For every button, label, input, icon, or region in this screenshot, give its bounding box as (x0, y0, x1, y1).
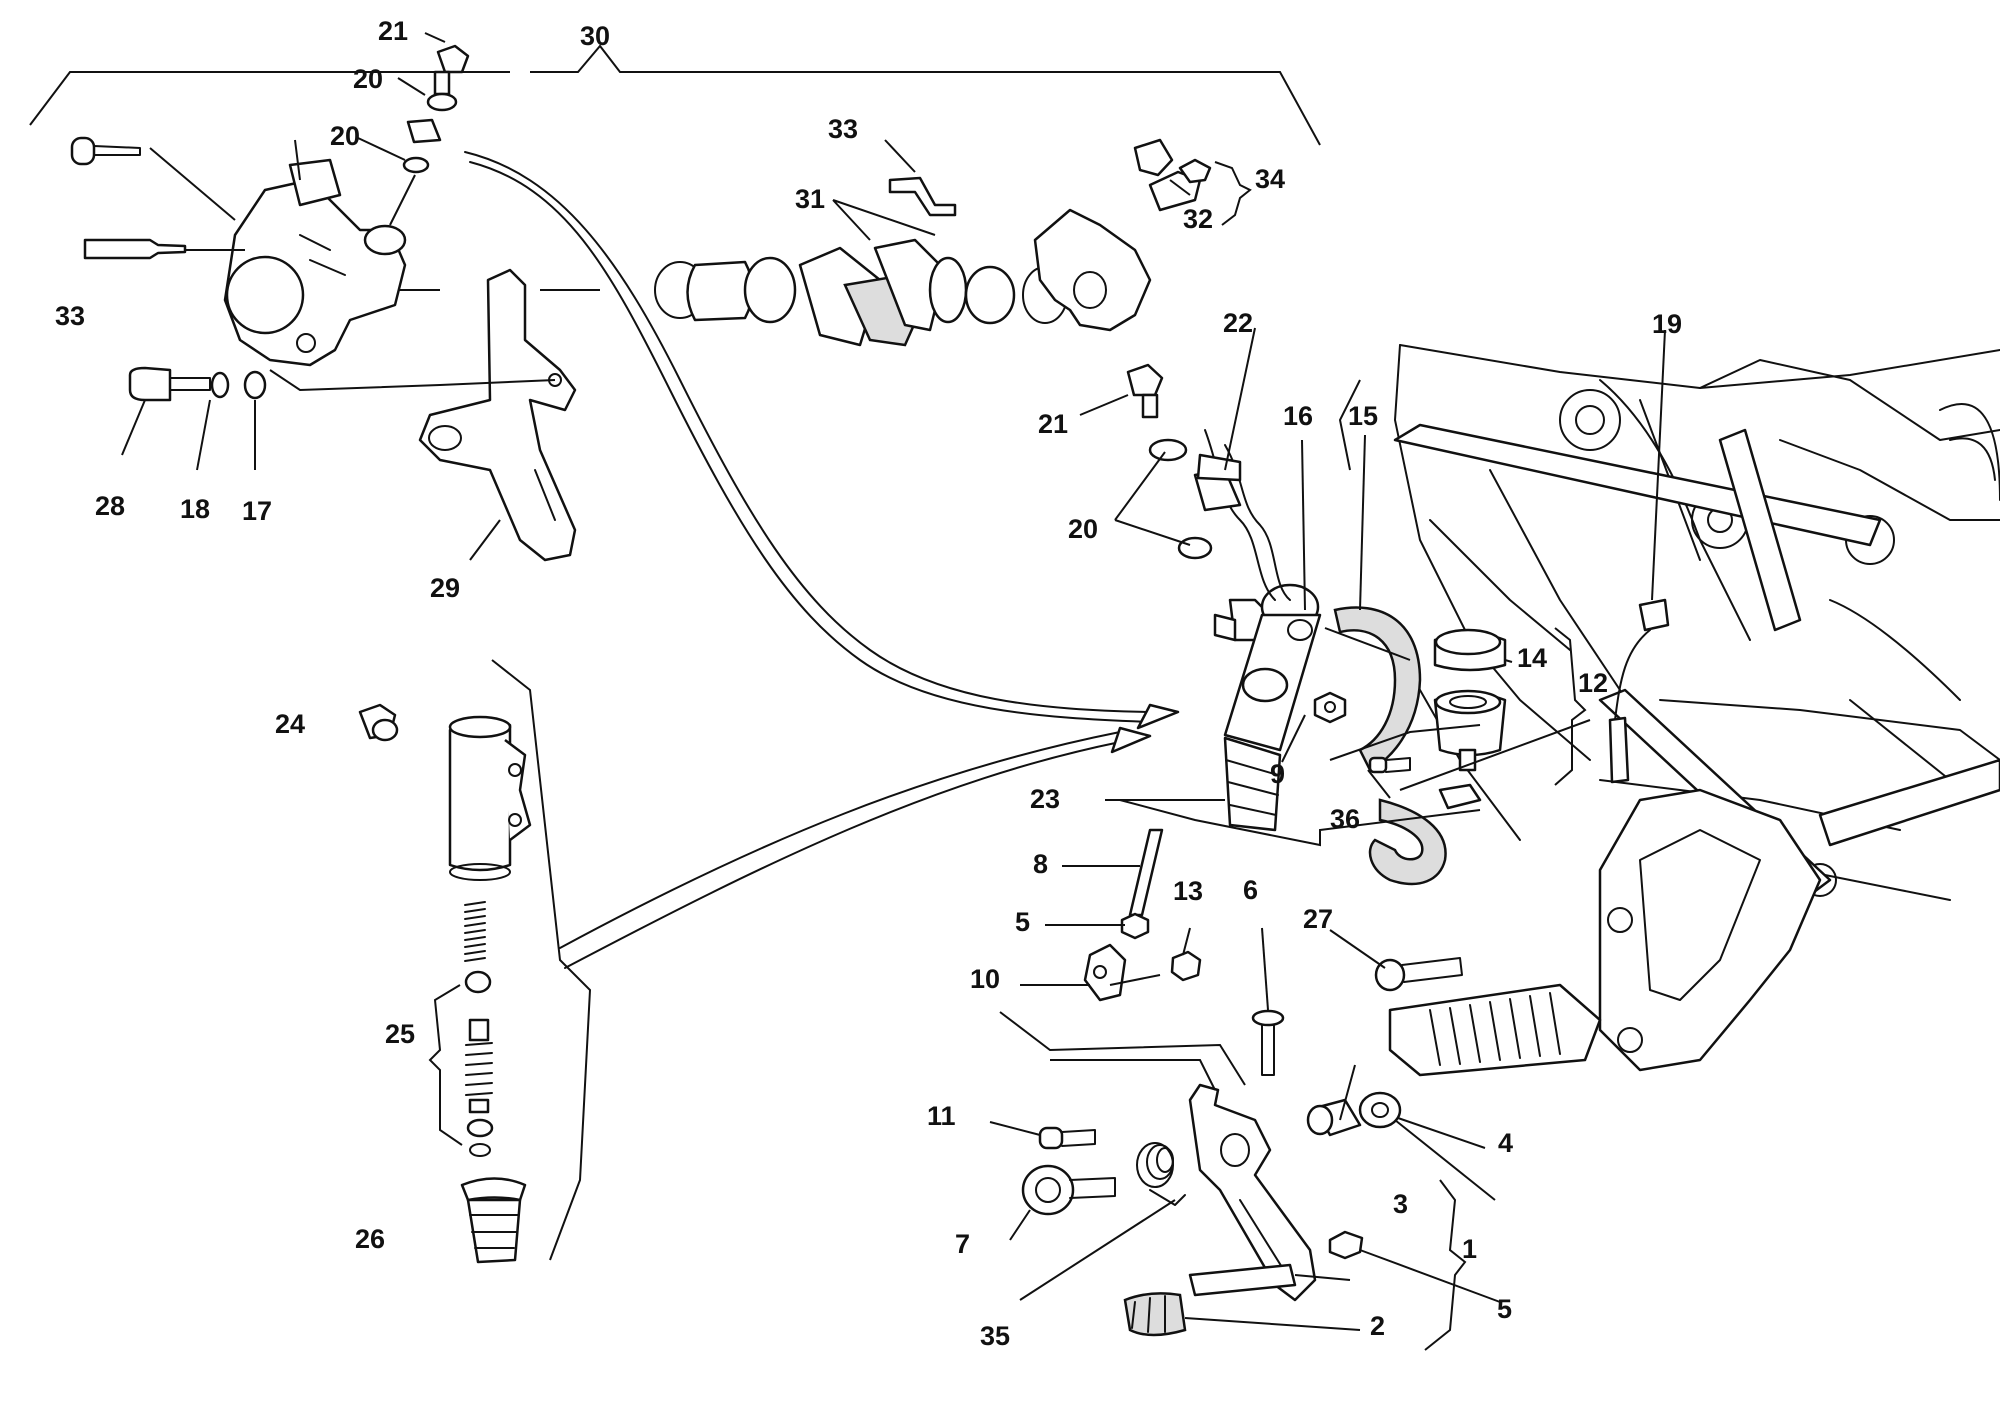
bolt-6 (1251, 1009, 1285, 1076)
label-22: 22 (1223, 308, 1253, 338)
label-33-a: 33 (55, 301, 85, 331)
footrest-bracket (1598, 788, 1822, 1072)
cylinder-body-detail (448, 715, 532, 881)
callout-labels: 1 2 3 4 5 5 6 7 8 9 10 11 12 13 14 15 16… (55, 16, 1682, 1351)
label-32: 32 (1183, 204, 1213, 234)
footpeg (1388, 983, 1602, 1077)
boot-26 (460, 1177, 527, 1264)
label-20-c: 20 (1068, 514, 1098, 544)
bleeder-34 (1133, 138, 1212, 212)
label-34: 34 (1255, 164, 1285, 194)
label-35: 35 (980, 1321, 1010, 1351)
label-29: 29 (430, 573, 460, 603)
label-10: 10 (970, 964, 1000, 994)
label-20-a: 20 (353, 64, 383, 94)
caliper-right-half (1033, 208, 1152, 332)
label-30: 30 (580, 21, 610, 51)
master-cylinder (1213, 583, 1322, 832)
switch-19 (1608, 598, 1670, 784)
label-16: 16 (1283, 401, 1313, 431)
spring-kit-25 (464, 901, 494, 1157)
label-14: 14 (1517, 643, 1547, 673)
bracket-1 (1424, 1179, 1467, 1351)
arrow-master-cylinder (559, 726, 1152, 969)
label-23: 23 (1030, 784, 1060, 814)
label-2: 2 (1370, 1311, 1385, 1341)
brake-hose (464, 151, 1151, 723)
label-9: 9 (1270, 759, 1285, 789)
spring-35 (1136, 1142, 1186, 1206)
label-27: 27 (1303, 904, 1333, 934)
bolt-11 (1038, 1126, 1096, 1150)
arrow-hose (1136, 703, 1180, 730)
label-7: 7 (955, 1229, 970, 1259)
bolt-27 (1374, 957, 1463, 992)
bracket-12 (1554, 627, 1587, 786)
caliper-bracket-29 (418, 268, 577, 562)
bracket-30 (29, 44, 1321, 146)
nut-13 (1170, 950, 1202, 982)
clevis-10 (1083, 943, 1127, 1002)
bolt-21-mid (1126, 363, 1213, 560)
reservoir-12 (1433, 628, 1507, 810)
fitting-24 (358, 703, 399, 742)
label-26: 26 (355, 1224, 385, 1254)
label-24: 24 (275, 709, 305, 739)
label-13: 13 (1173, 876, 1203, 906)
bracket-34 (1214, 161, 1252, 226)
rubber-2 (1123, 1263, 1297, 1337)
label-12: 12 (1578, 668, 1608, 698)
nut-5-lower (1328, 1230, 1364, 1260)
label-6: 6 (1243, 875, 1258, 905)
label-5-upper: 5 (1015, 907, 1030, 937)
label-21-b: 21 (1038, 409, 1068, 439)
bolt-top-left (70, 136, 141, 166)
label-36: 36 (1330, 804, 1360, 834)
pin-33-top (888, 176, 957, 217)
bolt-28-washers (128, 366, 267, 402)
label-8: 8 (1033, 849, 1048, 879)
bracket-detail (491, 659, 592, 1261)
label-15: 15 (1348, 401, 1378, 431)
label-21-a: 21 (378, 16, 408, 46)
label-17: 17 (242, 496, 272, 526)
label-1: 1 (1462, 1234, 1477, 1264)
label-33-b: 33 (828, 114, 858, 144)
bushing-3 (1306, 1098, 1362, 1137)
brake-caliper (223, 158, 407, 367)
label-19: 19 (1652, 309, 1682, 339)
bolt-7 (1021, 1164, 1116, 1216)
label-5-lower: 5 (1497, 1294, 1512, 1324)
label-18: 18 (180, 494, 210, 524)
leader-lines (121, 32, 1666, 1331)
label-11: 11 (927, 1101, 956, 1131)
label-4: 4 (1498, 1128, 1513, 1158)
pushrod-8 (1128, 828, 1164, 917)
bolt-36 (1368, 756, 1411, 774)
bracket-25 (428, 984, 463, 1146)
label-31: 31 (795, 184, 825, 214)
hose-22 (1193, 429, 1291, 601)
bolt-21-top (402, 44, 470, 174)
label-3: 3 (1393, 1189, 1408, 1219)
nut-5-upper (1120, 912, 1150, 940)
pin-33-left (83, 238, 187, 260)
label-25: 25 (385, 1019, 415, 1049)
nut-9 (1313, 691, 1347, 724)
pad-kit (654, 238, 1068, 347)
label-28: 28 (95, 491, 125, 521)
label-20-b: 20 (330, 121, 360, 151)
washer-4 (1358, 1091, 1402, 1129)
